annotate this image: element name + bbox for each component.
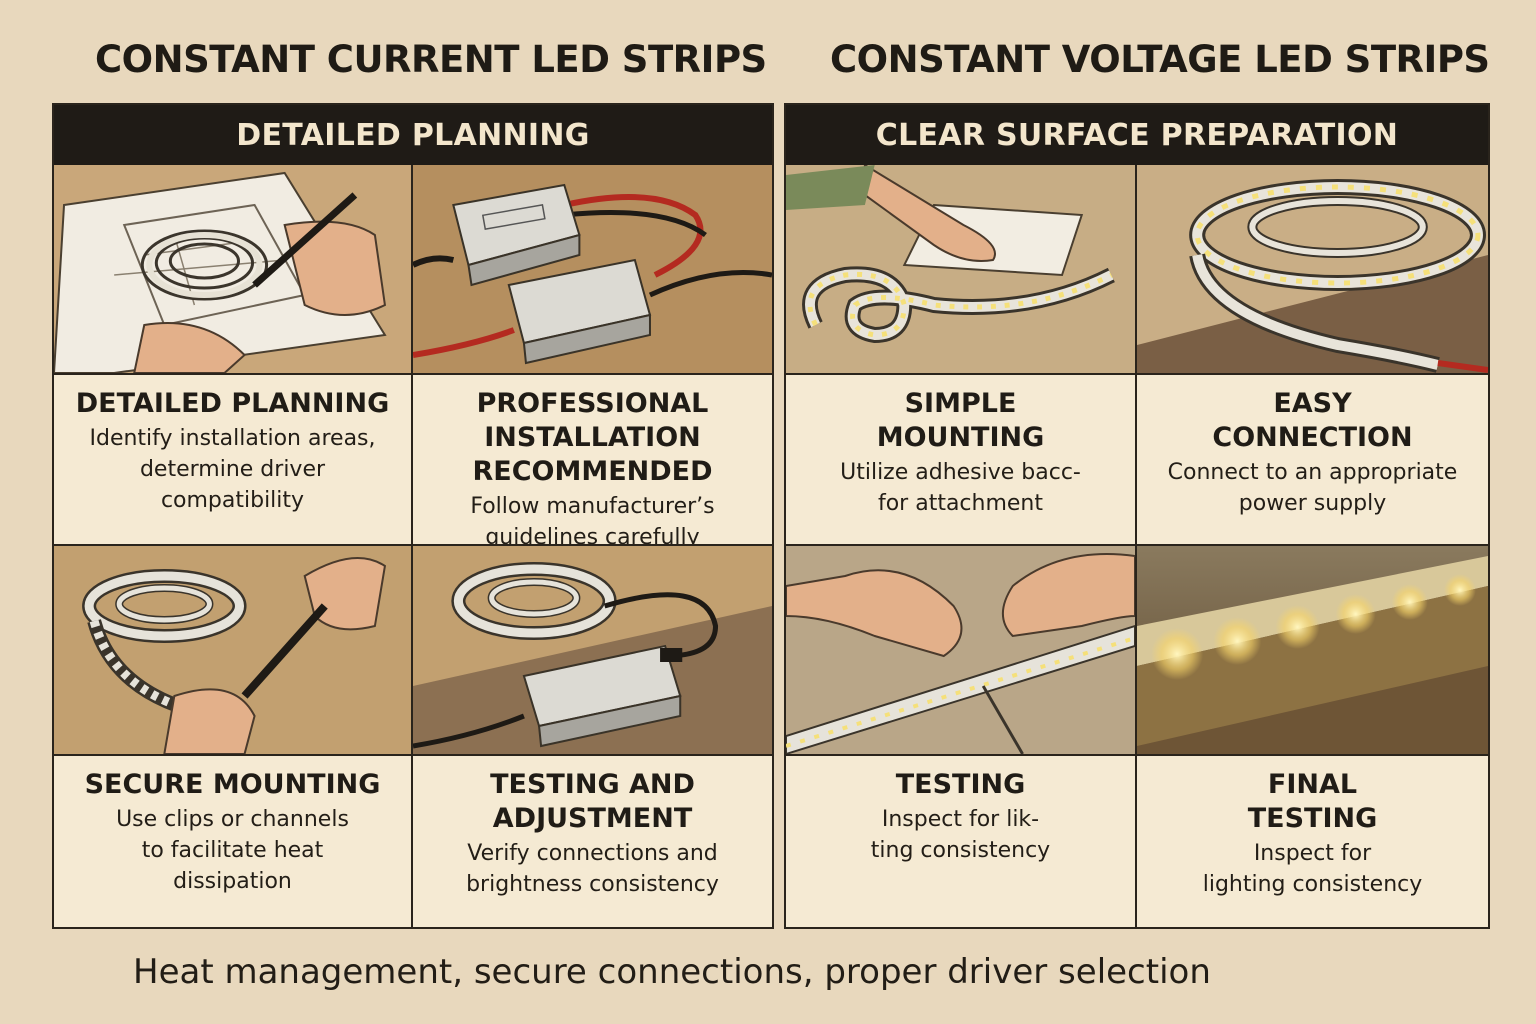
final-testing-illustration	[1137, 546, 1488, 756]
panel-header-left: DETAILED PLANNING	[54, 105, 772, 165]
constant-voltage-panel: CLEAR SURFACE PREPARATION SIMPLE MO	[784, 103, 1490, 929]
step-card: PROFESSIONAL INSTALLATION RECOMMENDED Fo…	[413, 165, 772, 546]
step-description: Connect to an appropriate power supply	[1167, 460, 1458, 516]
step-description: Follow manufacturer’s guidelines careful…	[470, 494, 715, 546]
step-description: Utilize adhesive bacc- for attachment	[840, 460, 1081, 516]
connection-illustration	[1137, 165, 1488, 375]
step-title: SIMPLE MOUNTING	[876, 388, 1045, 453]
adhesive-mounting-illustration	[786, 165, 1135, 375]
step-card: SECURE MOUNTING Use clips or channels to…	[54, 546, 413, 927]
step-card: FINAL TESTING Inspect for lighting consi…	[1137, 546, 1488, 927]
step-title: DETAILED PLANNING	[75, 388, 390, 419]
step-title: TESTING	[895, 769, 1026, 800]
step-description: Verify connections and brightness consis…	[466, 841, 719, 897]
step-title: EASY CONNECTION	[1212, 388, 1413, 453]
title-constant-voltage: CONSTANT VOLTAGE LED STRIPS	[830, 38, 1490, 81]
step-description: Inspect for lighting consistency	[1202, 841, 1423, 897]
constant-current-panel: DETAILED PLANNING	[52, 103, 774, 929]
testing-strip-illustration	[786, 546, 1135, 756]
step-card: EASY CONNECTION Connect to an appropriat…	[1137, 165, 1488, 546]
step-card: DETAILED PLANNING Identify installation …	[54, 165, 413, 546]
drivers-illustration	[413, 165, 772, 375]
step-title: SECURE MOUNTING	[84, 769, 381, 800]
step-title: FINAL TESTING	[1247, 769, 1378, 834]
step-title: PROFESSIONAL INSTALLATION RECOMMENDED	[472, 388, 713, 487]
step-description: Inspect for lik- ting consistency	[870, 807, 1051, 863]
step-description: Use clips or channels to facilitate heat…	[116, 807, 349, 894]
title-constant-current: CONSTANT CURRENT LED STRIPS	[95, 38, 767, 81]
step-card: TESTING AND ADJUSTMENT Verify connection…	[413, 546, 772, 927]
mounting-illustration	[54, 546, 411, 756]
panel-header-right: CLEAR SURFACE PREPARATION	[786, 105, 1488, 165]
footer-summary: Heat management, secure connections, pro…	[133, 952, 1211, 992]
step-description: Identify installation areas, determine d…	[89, 426, 376, 513]
step-card: TESTING Inspect for lik- ting consistenc…	[786, 546, 1137, 927]
testing-illustration	[413, 546, 772, 756]
step-card: SIMPLE MOUNTING Utilize adhesive bacc- f…	[786, 165, 1137, 546]
planning-illustration	[54, 165, 411, 375]
step-title: TESTING AND ADJUSTMENT	[490, 769, 695, 834]
